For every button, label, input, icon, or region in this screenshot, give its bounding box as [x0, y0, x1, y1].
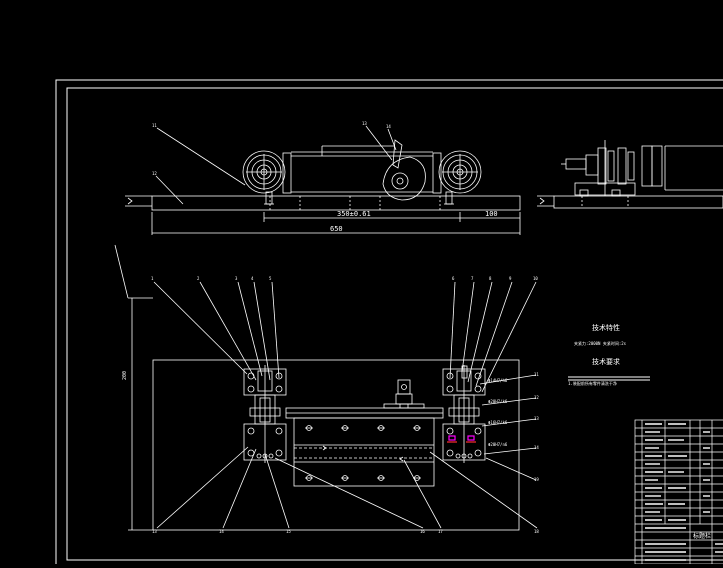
side-view — [537, 140, 723, 209]
balloon-right-19: 19 — [534, 477, 539, 482]
balloon-3: 3 — [235, 276, 238, 281]
balloon-top-14: 14 — [386, 124, 391, 129]
dim-center-label: 350±0.61 — [337, 210, 371, 218]
parts-list-rows — [645, 423, 723, 561]
left-roller — [242, 150, 292, 194]
balloon-top-13: 13 — [362, 121, 367, 126]
drawing-frame — [55, 79, 723, 568]
height-dim-label: 200 — [122, 371, 128, 380]
req-text: 1.装配前所有零件清洗干净 — [568, 380, 617, 386]
top-view — [125, 125, 521, 235]
balloon-right-13: 13 — [534, 416, 539, 421]
sliding-table — [293, 417, 435, 487]
balloon-4: 4 — [251, 276, 254, 281]
balloon-6: 6 — [452, 276, 455, 281]
balloon-bottom-17: 17 — [438, 529, 443, 534]
front-view — [114, 244, 538, 531]
balloon-8: 8 — [489, 276, 492, 281]
req-title: 技术要求 — [592, 357, 620, 366]
clamp-post — [383, 379, 425, 409]
spec-text: 夹紧力:2000N 夹紧时间:2s — [574, 340, 627, 346]
balloon-right-14: 14 — [534, 445, 539, 450]
balloon-bottom-18: 18 — [534, 529, 539, 534]
fit-accents — [447, 435, 476, 443]
balloon-top-11: 11 — [152, 123, 157, 128]
balloon-top-12: 12 — [152, 171, 157, 176]
dim-right-label: 100 — [485, 210, 498, 218]
balloon-7: 7 — [471, 276, 474, 281]
title-block-label: 标题栏 — [693, 532, 711, 540]
fit-label-1: Φ14H7/h6 — [488, 378, 508, 383]
fit-label-2: Φ20H7/k6 — [488, 399, 508, 404]
fit-label-4: Φ20H7/n6 — [488, 442, 508, 447]
spec-title: 技术特性 — [592, 323, 620, 332]
balloon-bottom-13: 13 — [152, 529, 157, 534]
balloon-10: 10 — [533, 276, 538, 281]
balloon-5: 5 — [269, 276, 272, 281]
right-roller — [432, 150, 482, 194]
balloon-right-11: 11 — [534, 372, 539, 377]
balloon-bottom-14: 14 — [219, 529, 224, 534]
balloon-9: 9 — [509, 276, 512, 281]
balloon-2: 2 — [197, 276, 200, 281]
cam-lever — [382, 139, 426, 201]
fit-label-3: Φ16H7/k6 — [488, 420, 508, 425]
balloon-bottom-15: 15 — [286, 529, 291, 534]
balloon-1: 1 — [151, 276, 154, 281]
balloon-bottom-16: 16 — [420, 529, 425, 534]
dim-total-label: 650 — [330, 225, 343, 233]
balloon-right-12: 12 — [534, 395, 539, 400]
